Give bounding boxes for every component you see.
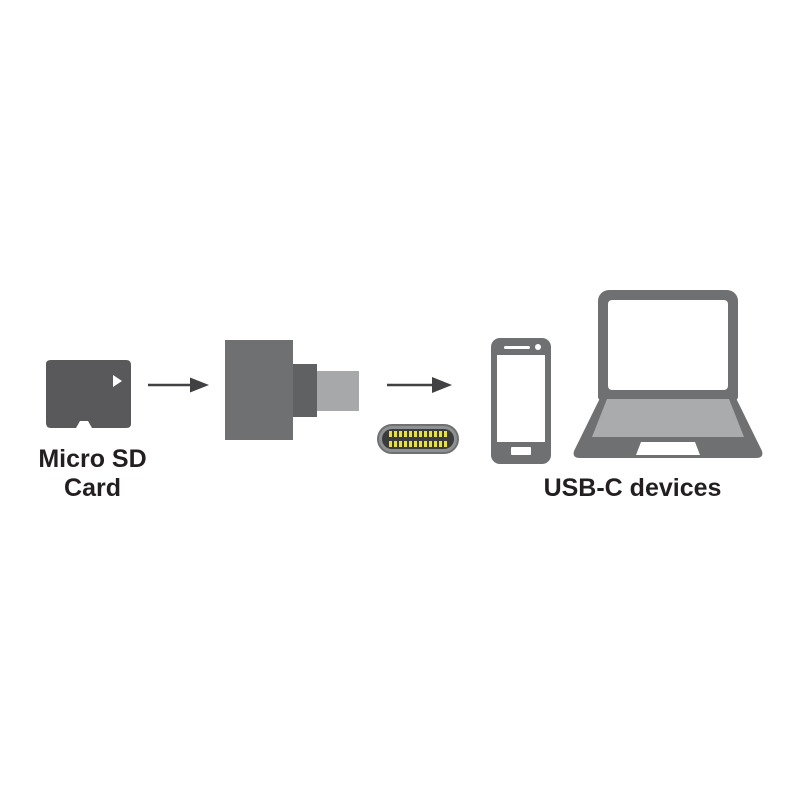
- usb-c-pin: [414, 441, 417, 447]
- smartphone-icon: [491, 338, 551, 464]
- usb-c-pin: [444, 441, 447, 447]
- flow-arrow-card-to-adapter: [148, 374, 210, 396]
- usb-c-pin: [394, 431, 397, 437]
- usb-c-pin-array: [389, 431, 447, 447]
- adapter-body: [225, 340, 293, 440]
- usb-c-pin: [394, 441, 397, 447]
- usb-c-pin: [409, 431, 412, 437]
- laptop-base: [572, 394, 764, 465]
- phone-camera-icon: [535, 344, 541, 350]
- usb-c-pin: [419, 431, 422, 437]
- usb-c-pin: [434, 441, 437, 447]
- usb-c-pin: [409, 441, 412, 447]
- usb-c-pin: [424, 431, 427, 437]
- microsd-card-group: [40, 360, 145, 438]
- usb-c-pin: [389, 441, 392, 447]
- usb-c-pin: [439, 431, 442, 437]
- laptop-screen: [608, 300, 728, 390]
- usb-c-pin: [439, 441, 442, 447]
- usb-c-pin: [429, 431, 432, 437]
- usb-c-pin: [419, 441, 422, 447]
- usb-c-plug-icon: [377, 424, 459, 454]
- flow-arrow-adapter-to-devices: [387, 374, 453, 396]
- usb-c-pin-row-bottom: [389, 441, 447, 447]
- adapter-neck: [293, 364, 317, 417]
- phone-home-button: [511, 447, 531, 455]
- microsd-card-icon: [40, 360, 145, 438]
- usb-c-pin-row-top: [389, 431, 447, 437]
- phone-screen: [497, 355, 545, 442]
- usb-card-reader-icon: [225, 340, 360, 440]
- usb-c-pin: [414, 431, 417, 437]
- usb-c-pin: [399, 441, 402, 447]
- usb-c-pin: [404, 441, 407, 447]
- usb-c-pin: [399, 431, 402, 437]
- usb-c-pin: [434, 431, 437, 437]
- laptop-icon: [572, 290, 764, 465]
- usb-c-pin: [429, 441, 432, 447]
- adapter-usb-tip: [317, 371, 359, 411]
- usbc-devices-label: USB-C devices: [543, 474, 722, 502]
- phone-earpiece: [504, 346, 530, 349]
- usb-c-pin: [389, 431, 392, 437]
- usb-c-pin: [424, 441, 427, 447]
- usb-c-pin: [444, 431, 447, 437]
- usb-c-pin: [404, 431, 407, 437]
- usb-c-cavity: [382, 429, 454, 449]
- microsd-card-label: Micro SD Card: [38, 445, 147, 502]
